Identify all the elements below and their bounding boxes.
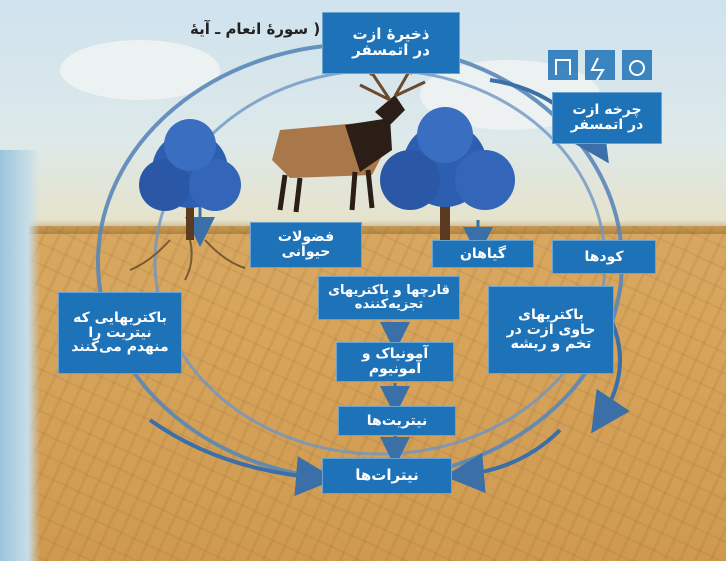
box-fertilizers: کودها bbox=[552, 240, 656, 274]
box-ammonia: آمونیاک و آمونیوم bbox=[336, 342, 454, 382]
box-animal-waste: فضولات حیوانی bbox=[250, 222, 362, 268]
industry-icons bbox=[548, 50, 652, 81]
deer-illustration bbox=[272, 57, 426, 213]
verse-reference: ( سورهٔ انعام ـ آیهٔ bbox=[190, 20, 321, 38]
box-root-bacteria: باکتریهای حاوی ازت در تخم و ریشه bbox=[488, 286, 614, 374]
box-nitrites: نیتریت‌ها bbox=[338, 406, 456, 436]
box-decomposers: قارچها و باکتریهای تجزیه‌کننده bbox=[318, 276, 460, 320]
arrow-to-nitrates bbox=[148, 418, 336, 497]
box-plants: گیاهان bbox=[432, 240, 534, 268]
tree-right bbox=[380, 107, 515, 240]
soil-horizon bbox=[0, 220, 726, 234]
box-atmosphere-storage: ذخیرهٔ ازت در اتمسفر bbox=[322, 12, 460, 74]
water-edge bbox=[0, 150, 40, 561]
box-denitrifying-bacteria: باکتریهایی که نیتریت را منهدم می‌کنند bbox=[58, 292, 182, 374]
cloud bbox=[60, 40, 220, 100]
box-atmosphere-cycle: چرخه ازت در اتمسفر bbox=[552, 92, 662, 144]
box-nitrates: نیترات‌ها bbox=[322, 458, 452, 494]
tree-left bbox=[129, 119, 246, 281]
arrow-to-nitrates bbox=[444, 428, 562, 493]
